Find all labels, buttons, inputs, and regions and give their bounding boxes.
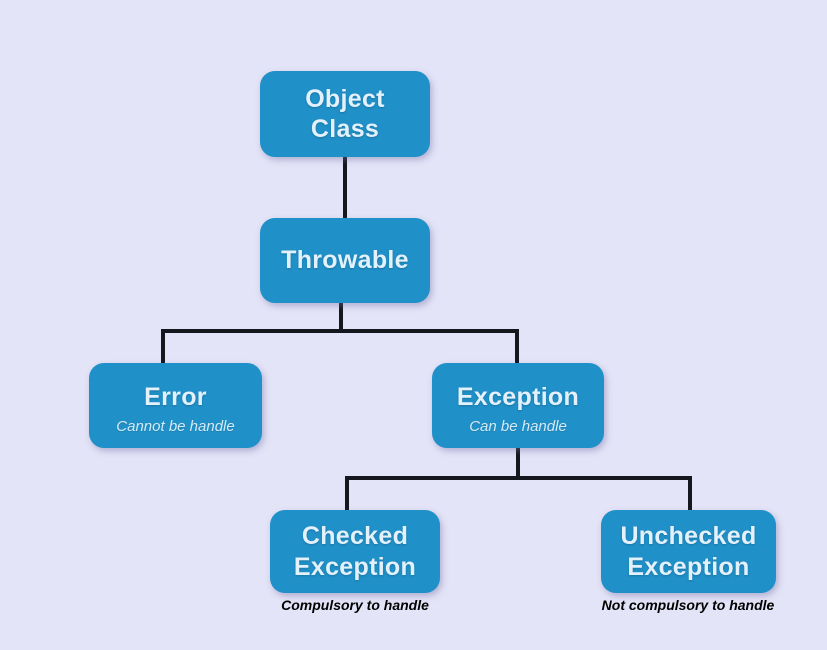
node-error-label: Error (144, 383, 207, 412)
connector-drop-to-checked (345, 476, 349, 511)
connector-drop-to-unchecked (688, 476, 692, 511)
node-error: Error Cannot be handle (89, 363, 262, 448)
caption-unchecked-exception: Not compulsory to handle (601, 597, 775, 613)
node-exception-subtitle: Can be handle (469, 417, 567, 435)
caption-checked-exception: Compulsory to handle (281, 597, 429, 613)
node-checked-exception-label: Checked Exception (293, 522, 417, 581)
connector-exception-horizontal (345, 476, 692, 480)
node-object-class: Object Class (260, 71, 430, 157)
node-exception: Exception Can be handle (432, 363, 604, 448)
connector-exception-stub (516, 448, 520, 480)
node-unchecked-exception-label: Unchecked Exception (620, 522, 757, 581)
node-object-class-label: Object Class (305, 84, 385, 144)
connector-throwable-stub (339, 302, 343, 333)
node-throwable: Throwable (260, 218, 430, 303)
connector-object-to-throwable (343, 156, 347, 219)
connector-drop-to-exception (515, 329, 519, 364)
node-checked-exception: Checked Exception (270, 510, 440, 593)
connector-drop-to-error (161, 329, 165, 364)
connector-throwable-horizontal (161, 329, 519, 333)
node-error-subtitle: Cannot be handle (116, 417, 235, 435)
node-throwable-label: Throwable (281, 246, 409, 275)
node-exception-label: Exception (456, 383, 580, 412)
node-unchecked-exception: Unchecked Exception (601, 510, 776, 593)
